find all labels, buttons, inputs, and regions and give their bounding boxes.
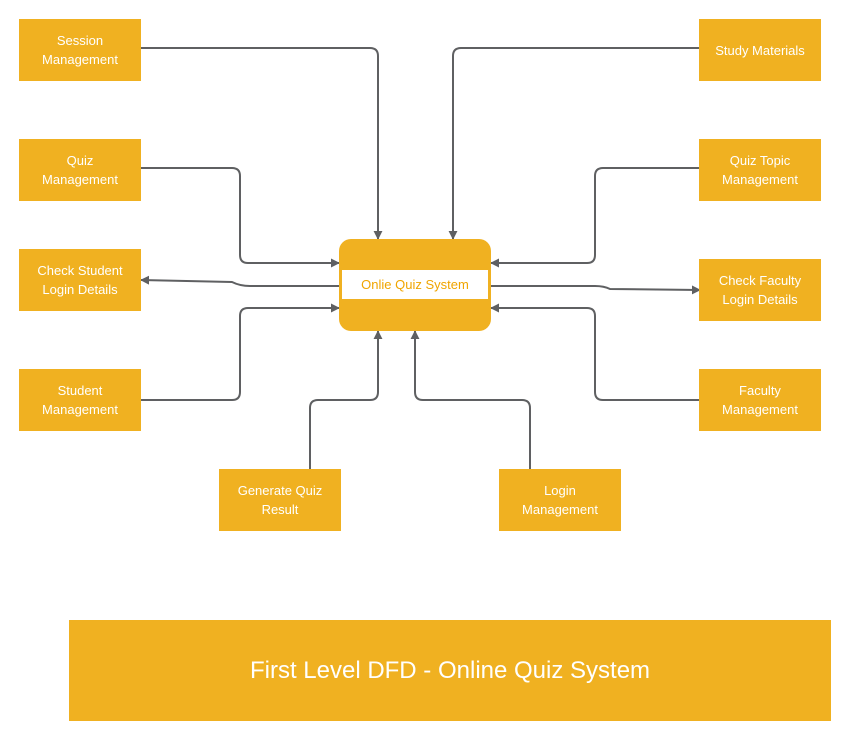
- node-label: Quiz Topic Management: [722, 153, 798, 187]
- node-check-student-login: Check Student Login Details: [19, 249, 141, 311]
- flow-check-student-login: [140, 275, 339, 287]
- node-generate-quiz-result: Generate Quiz Result: [219, 469, 341, 531]
- flow-student-management: [132, 303, 340, 405]
- node-faculty-management: Faculty Management: [699, 369, 821, 431]
- flow-quiz-management: [132, 163, 340, 268]
- node-label: Check Faculty Login Details: [718, 273, 802, 307]
- node-check-faculty-login: Check Faculty Login Details: [699, 259, 821, 321]
- node-label: Check Student Login Details: [37, 263, 123, 297]
- node-label: Quiz Management: [42, 153, 118, 187]
- central-process-label: Onlie Quiz System: [342, 270, 488, 299]
- diagram-title: First Level DFD - Online Quiz System: [249, 656, 651, 684]
- flow-session-management: [132, 43, 383, 240]
- flow-check-faculty-login: [482, 281, 701, 295]
- node-label: Generate Quiz Result: [237, 483, 323, 517]
- node-label: Student Management: [42, 383, 118, 417]
- node-label: Study Materials: [715, 42, 805, 58]
- node-label: Login Management: [522, 483, 598, 517]
- node-label: Faculty Management: [722, 383, 798, 417]
- node-session-management: Session Management: [19, 19, 141, 81]
- node-student-management: Student Management: [19, 369, 141, 431]
- flow-faculty-management: [490, 303, 709, 405]
- node-study-materials: Study Materials: [699, 19, 821, 81]
- node-quiz-management: Quiz Management: [19, 139, 141, 201]
- flow-generate-quiz-result: [305, 330, 383, 479]
- flow-login-management: [410, 330, 535, 479]
- flow-quiz-topic-management: [490, 163, 709, 268]
- diagram-title-banner: First Level DFD - Online Quiz System: [69, 620, 831, 721]
- node-login-management: Login Management: [499, 469, 621, 531]
- node-label: Session Management: [42, 33, 118, 67]
- central-process: Onlie Quiz System: [339, 239, 491, 331]
- flow-study-materials: [448, 43, 709, 240]
- node-quiz-topic-management: Quiz Topic Management: [699, 139, 821, 201]
